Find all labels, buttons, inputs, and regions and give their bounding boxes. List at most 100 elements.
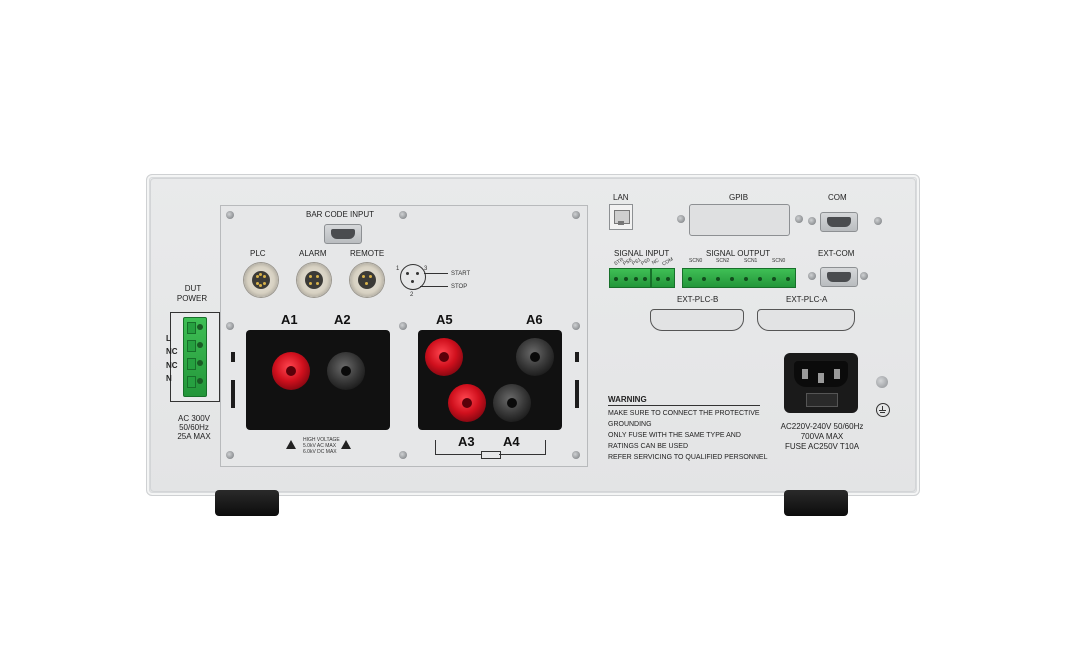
left-foot [215,490,279,516]
ext-com-label: EXT-COM [818,249,855,258]
remote-pin-3: 3 [424,266,428,272]
signal-output-pin: SCN2 [716,258,730,264]
screw [572,211,580,219]
dut-terminal-label: N [166,374,172,383]
ext-plc-a-label: EXT-PLC-A [786,295,828,304]
high-voltage-label-3: 6.0kV DC MAX [303,449,337,455]
signal-output-label: SIGNAL OUTPUT [706,249,771,258]
terminal-a2[interactable] [327,352,365,390]
remote-label: REMOTE [350,249,385,258]
bar-code-input-label: BAR CODE INPUT [306,210,375,219]
gpib-label: GPIB [729,193,749,202]
warning-triangle-icon [286,440,296,449]
signal-input-terminal-a[interactable] [609,268,651,288]
com-label: COM [828,193,847,202]
dut-rating-3: 25A MAX [177,432,211,441]
lan-port[interactable] [609,204,633,230]
high-voltage-label-2: 5.0kV AC MAX [303,443,337,449]
screw [808,272,816,280]
signal-output-terminal[interactable] [682,268,796,288]
terminal-a3-label: A3 [458,434,475,449]
dut-rating-1: AC 300V [177,414,211,423]
vent-slot [575,380,579,408]
warning-line: MAKE SURE TO CONNECT THE PROTECTIVE [608,410,760,417]
gpib-port-cover[interactable] [689,204,790,236]
terminal-a6[interactable] [516,338,554,376]
warning-title: WARNING [608,395,647,404]
signal-output-pin: SCN0 [689,258,703,264]
bracket-line [499,454,546,455]
plc-label: PLC [250,249,266,258]
warning-line: REFER SERVICING TO QUALIFIED PERSONNEL [608,454,768,461]
ext-com-port[interactable] [820,267,858,287]
remote-stop-label: STOP [451,284,468,290]
screw [808,217,816,225]
screw [226,211,234,219]
ground-stud[interactable] [876,376,888,388]
screw [874,217,882,225]
ext-plc-b-label: EXT-PLC-B [677,295,719,304]
remote-stop-line [420,286,448,287]
warning-triangle-icon [341,440,351,449]
terminal-a1-label: A1 [281,312,298,327]
terminal-a6-label: A6 [526,312,543,327]
screw [226,451,234,459]
alarm-label: ALARM [299,249,327,258]
ext-plc-a-port[interactable] [757,309,855,331]
mains-rating-3: FUSE AC250V T10A [784,442,860,451]
lan-label: LAN [613,193,629,202]
remote-pin-diagram [400,264,426,290]
resistor-symbol [481,451,501,459]
warning-divider [608,405,760,406]
screw [572,451,580,459]
terminal-a4[interactable] [493,384,531,422]
remote-start-label: START [451,271,471,277]
dut-power-title-2: POWER [176,294,208,303]
terminal-a4-label: A4 [503,434,520,449]
high-voltage-label-1: HIGH VOLTAGE [303,437,340,443]
remote-pin-1: 1 [396,266,400,272]
terminal-a5[interactable] [425,338,463,376]
dut-rating-2: 50/60Hz [179,423,209,432]
vent-slot [231,352,235,362]
mains-rating-2: 700VA MAX [800,432,844,441]
signal-input-label: SIGNAL INPUT [614,249,670,258]
warning-line: ONLY FUSE WITH THE SAME TYPE AND [608,432,741,439]
screw [795,215,803,223]
dut-power-terminal-block[interactable] [183,317,207,397]
vent-slot [231,380,235,408]
terminal-a1[interactable] [272,352,310,390]
screw [860,272,868,280]
screw [226,322,234,330]
signal-input-terminal-b[interactable] [651,268,675,288]
alarm-connector[interactable] [297,263,331,297]
bracket-line [435,454,481,455]
signal-output-pin: SCN0 [772,258,786,264]
com-port[interactable] [820,212,858,232]
vent-slot [575,352,579,362]
bracket-line [545,440,546,454]
dut-terminal-label: L [166,334,171,343]
warning-line: RATINGS CAN BE USED [608,443,688,450]
mains-inlet[interactable] [784,353,858,413]
remote-connector[interactable] [350,263,384,297]
dut-terminal-label: NC [166,347,178,356]
terminal-a3[interactable] [448,384,486,422]
dut-terminal-label: NC [166,361,178,370]
signal-output-pin: SCN1 [744,258,758,264]
bracket-line [435,440,436,454]
remote-pin-2: 2 [410,292,414,298]
terminal-a2-label: A2 [334,312,351,327]
screw [399,451,407,459]
terminal-a5-label: A5 [436,312,453,327]
ext-plc-b-port[interactable] [650,309,744,331]
plc-connector[interactable] [244,263,278,297]
bar-code-input-port[interactable] [324,224,362,244]
hv-terminal-box-left [246,330,390,430]
screw [572,322,580,330]
screw [399,211,407,219]
ground-icon [876,403,890,417]
mains-rating-1: AC220V-240V 50/60Hz [780,422,864,431]
dut-power-title-1: DUT [184,284,202,293]
screw [399,322,407,330]
